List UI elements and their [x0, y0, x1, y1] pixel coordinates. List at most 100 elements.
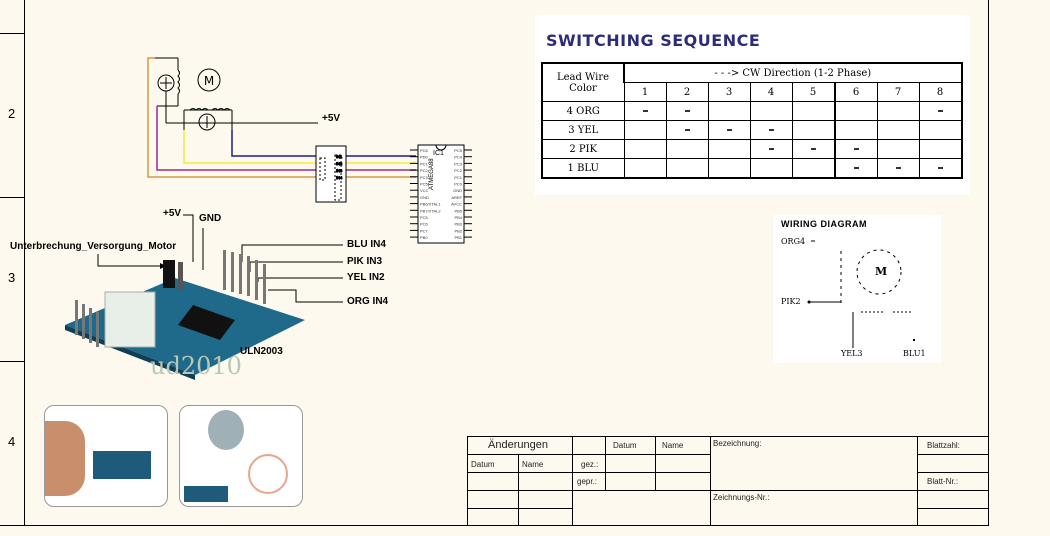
sequence-cell — [876, 120, 920, 140]
sequence-cell — [749, 158, 793, 179]
sequence-cell — [876, 139, 920, 159]
wire-blue — [231, 130, 316, 157]
ic1-body — [417, 144, 465, 244]
wire-color-cell: 4 ORG — [541, 101, 625, 121]
sequence-cell — [749, 101, 793, 121]
frame-right-border — [988, 0, 989, 526]
driver-in-pin-label: IN3 — [336, 168, 343, 173]
zone-divider — [0, 361, 24, 362]
ic-pin-label-right: GND — [453, 188, 462, 193]
sequence-row: 4 ORG — [541, 101, 962, 121]
energized-mark — [768, 148, 774, 150]
wd-label-motor: M — [875, 265, 888, 278]
wd-label-blu: BLU1 — [903, 349, 926, 358]
sequence-cell — [623, 101, 667, 121]
wire-color-cell: 1 BLU — [541, 158, 625, 179]
switching-sequence-panel: SWITCHING SEQUENCE Lead Wire Color - - -… — [535, 15, 970, 195]
ic-pin-label-left: PC6 — [420, 148, 429, 153]
ic-pin-label-left: PC5 — [420, 215, 429, 220]
wire-yellow — [183, 130, 316, 164]
aenderungen-datum: Datum — [471, 460, 495, 469]
sequence-cell — [665, 101, 709, 121]
photo-board-in-hand — [44, 405, 168, 507]
wire-pink — [156, 106, 316, 171]
energized-mark — [853, 148, 859, 150]
zone-number-2: 2 — [8, 106, 16, 121]
ic-pin-label-left: PD0 — [420, 155, 429, 160]
sequence-cell — [623, 139, 667, 159]
energized-mark — [726, 129, 732, 131]
sequence-cell — [665, 139, 709, 159]
ic-part-label: ATMEGA88 — [429, 158, 435, 190]
pin-label-blu: BLU IN4 — [347, 239, 386, 250]
switching-sequence-table: Lead Wire Color - - -> CW Direction (1-2… — [541, 62, 963, 179]
sequence-cell — [918, 139, 962, 159]
ic-pin-label-right: PC5 — [454, 148, 463, 153]
sequence-cell — [876, 158, 920, 179]
pin-label-yel: YEL IN2 — [347, 272, 385, 283]
zone-number-4: 4 — [8, 434, 16, 449]
stepper-motor-symbol — [155, 57, 318, 131]
ic-pin-label-left: VCC — [420, 188, 429, 193]
step-header: 6 — [833, 82, 878, 102]
zeichnungs-nr-label: Zeichnungs-Nr.: — [713, 493, 770, 502]
sequence-cell — [918, 120, 962, 140]
switching-sequence-title: SWITCHING SEQUENCE — [546, 31, 761, 50]
interrupt-jumper-label: Unterbrechung_Versorgung_Motor — [10, 241, 177, 252]
wiring-diagram-drawing — [807, 240, 915, 348]
ic-pin-label-right: PB5 — [454, 208, 462, 213]
aenderungen-label: Änderungen — [488, 439, 548, 451]
blattzahl-label: Blattzahl: — [927, 441, 960, 450]
sequence-row: 1 BLU — [541, 158, 962, 179]
energized-mark — [937, 110, 943, 112]
energized-mark — [684, 129, 690, 131]
gepr-label: gepr.: — [577, 477, 598, 486]
energized-mark — [810, 148, 816, 150]
step-header: 2 — [665, 82, 709, 102]
ic-pin-label-left: PB0 — [420, 235, 428, 240]
step-header: 3 — [707, 82, 751, 102]
pin-label-pik: PIK IN3 — [347, 256, 383, 267]
wd-label-pik: PIK2 — [781, 297, 801, 306]
ic-pin-label-left: PB6/XTAL1 — [420, 202, 441, 207]
photo-stepper-motor — [179, 405, 303, 507]
step-header: 4 — [749, 82, 793, 102]
ic-pin-label-right: AREF — [451, 195, 462, 200]
ic-pin-label-left: PC3 — [420, 175, 429, 180]
frame-bottom-border — [0, 525, 989, 526]
energized-mark — [768, 129, 774, 131]
wire-color-cell: 2 PIK — [541, 139, 625, 159]
step-header: 1 — [623, 82, 667, 102]
wiring-diagram-panel: WIRING DIAGRAM ORG4 M PIK2 YEL3 BLU1 — [773, 215, 941, 363]
wd-label-org: ORG4 — [781, 237, 806, 246]
sequence-cell — [791, 158, 835, 179]
pin-label-org: ORG IN4 — [347, 296, 389, 307]
wd-label-yel: YEL3 — [841, 349, 863, 358]
sequence-cell — [707, 120, 751, 140]
bezeichnung-label: Bezeichnung: — [713, 439, 762, 448]
ic-pin-label-left: PC1 — [420, 161, 429, 166]
sequence-row: 2 PIK — [541, 139, 962, 159]
supply-5v-label: +5V — [322, 113, 341, 124]
sequence-cell — [623, 158, 667, 179]
step-header: 8 — [918, 82, 962, 102]
sequence-cell — [707, 139, 751, 159]
blatt-nr-label: Blatt-Nr.: — [927, 477, 959, 486]
watermark: ud2010 — [150, 352, 242, 380]
zone-divider — [0, 197, 24, 198]
ic-pin-label-right: PB2 — [454, 228, 462, 233]
ic-pin-label-right: PC0 — [454, 182, 463, 187]
step-header: 5 — [791, 82, 835, 102]
wiring-diagram-title: WIRING DIAGRAM — [781, 219, 867, 229]
datum-header: Datum — [613, 441, 637, 450]
energized-mark — [642, 110, 648, 112]
ic-pin-label-right: AVCC — [451, 202, 462, 207]
sequence-cell — [749, 120, 793, 140]
step-header: 7 — [876, 82, 920, 102]
ic-pin-label-right: PB4 — [454, 215, 462, 220]
ic-pin-label-right: PB3 — [454, 222, 462, 227]
sequence-cell — [665, 120, 709, 140]
ic-pin-label-left: PB7/XTAL2 — [420, 208, 441, 213]
driver-in-pin-label: IN2 — [336, 161, 343, 166]
energized-mark — [853, 167, 859, 169]
